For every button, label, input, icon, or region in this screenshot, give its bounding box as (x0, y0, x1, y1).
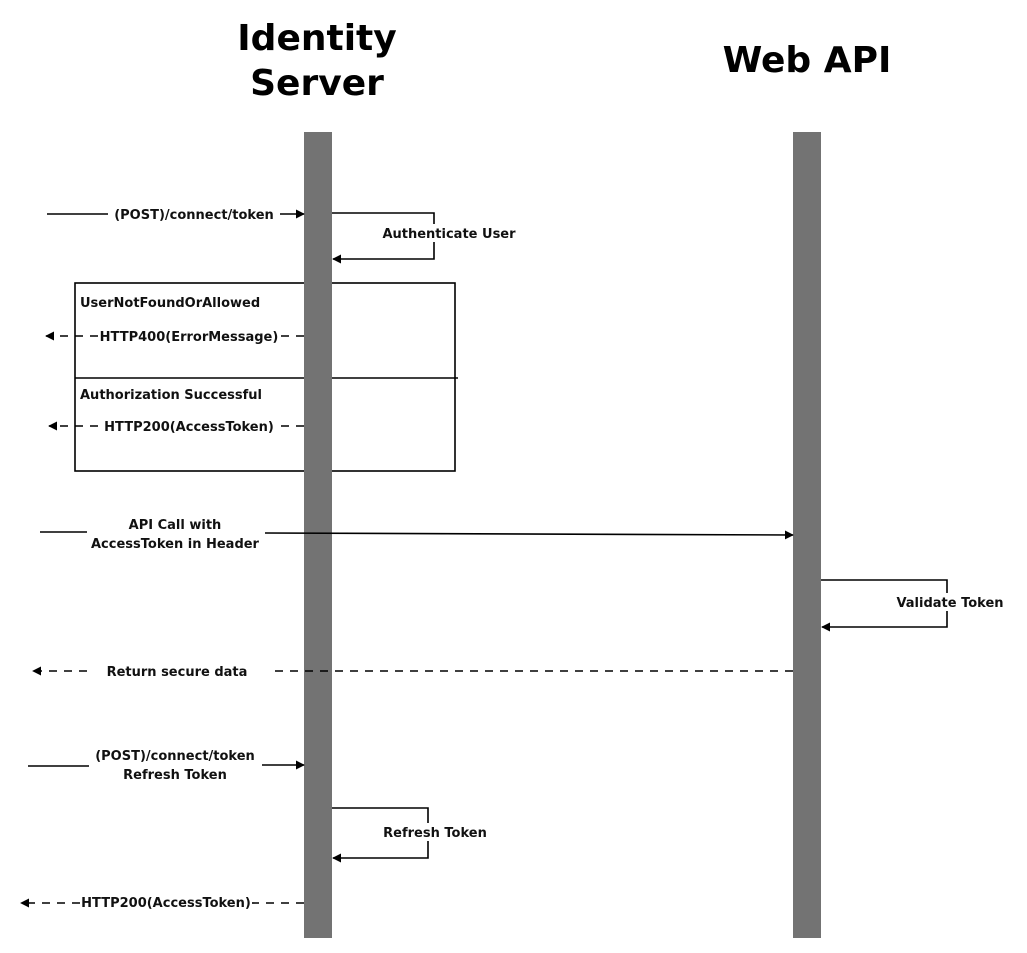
api-call-label-line1: API Call with (129, 518, 222, 533)
api-call-label-line2: AccessToken in Header (91, 537, 260, 552)
alt-fragment-box (74, 282, 456, 472)
web-api-lifeline (793, 132, 821, 938)
web-api-title: Web API (723, 40, 892, 81)
api-call-arrow (264, 530, 794, 540)
validate-token-label: Validate Token (896, 596, 1003, 611)
refresh-token-label-bg (384, 823, 488, 841)
identity-server-title-line1: Identity (237, 18, 396, 59)
return-secure-label: Return secure data (107, 665, 248, 680)
post-token-label: (POST)/connect/token (114, 208, 274, 223)
refresh-token-label: Refresh Token (383, 826, 487, 841)
alt-guard-auth-success: Authorization Successful (80, 388, 262, 403)
identity-server-title-line2: Server (250, 63, 384, 104)
http200-final-label: HTTP200(AccessToken) (81, 896, 251, 911)
authenticate-user-label-bg (384, 224, 514, 242)
http200-label: HTTP200(AccessToken) (104, 420, 274, 435)
authenticate-user-label: Authenticate User (382, 227, 516, 242)
post-refresh-label-line2: Refresh Token (123, 768, 227, 783)
identity-server-lifeline (304, 132, 332, 938)
post-refresh-label-line1: (POST)/connect/token (95, 749, 255, 764)
validate-token-label-bg (898, 593, 1004, 611)
http400-label: HTTP400(ErrorMessage) (100, 330, 279, 345)
alt-guard-user-not-found: UserNotFoundOrAllowed (80, 296, 260, 311)
